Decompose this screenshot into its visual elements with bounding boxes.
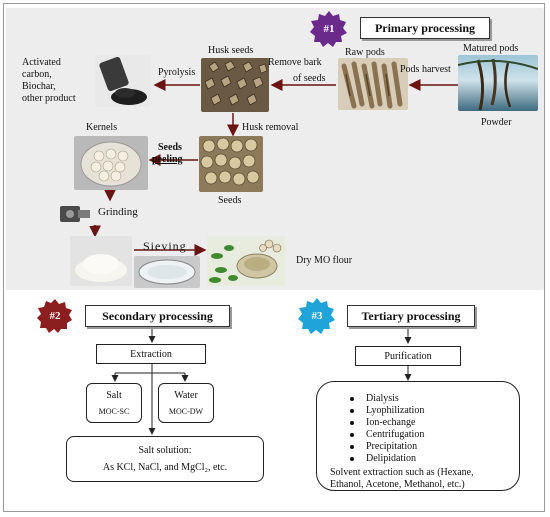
method-item: Precipitation [350,441,424,453]
bullet-icon [350,408,354,413]
seeds-photo [199,136,263,192]
activated-carbon-photo [95,55,151,107]
husk-seeds-photo [201,58,269,112]
bowl-icon [138,259,196,285]
solvent-extraction-line-2: Ethanol, Acetone, Methanol, etc.) [330,479,465,490]
tertiary-badge-label: #3 [311,310,323,322]
tertiary-badge: #3 [298,297,336,335]
dry-flour-label: Dry MO flour [296,255,353,266]
sieving-label: Sieving [143,239,187,253]
grinder-photo [56,200,94,226]
method-text: Centrifugation [366,429,425,440]
powder-heap-icon [75,254,127,282]
extraction-box: Extraction [96,344,206,364]
sieving-bowl-photo [134,256,200,288]
solvent-extraction-line-1: Solvent extraction such as (Hexane, [330,467,474,478]
raw-pods-photo [338,58,408,110]
salt-label: Salt [106,390,122,401]
seeds-icon [200,137,260,186]
raw-pods-label: Raw pods [345,47,385,58]
pods-hanging-icon [458,58,538,111]
pyrolysis-label: Pyrolysis [158,67,196,78]
badge-seal-icon [37,299,72,333]
extraction-label: Extraction [130,348,172,360]
product-label-3: Biochar, [22,81,56,92]
badge-seal-icon [310,11,347,47]
tertiary-title-text: Tertiary processing [361,308,461,323]
method-item: Ion-echange [350,417,424,429]
powder-label: Powder [481,117,512,128]
matured-pods-photo [458,55,538,111]
remove-bark-label-2: of seeds [293,73,326,84]
kernels-dish-icon [80,141,142,187]
figure-frame [3,3,545,512]
salt-box: Salt MOC-SC [86,383,142,423]
secondary-title: Secondary processing [85,305,230,327]
bullet-icon [350,444,354,449]
purification-label: Purification [384,350,432,362]
primary-title: Primary processing [360,17,490,39]
bullet-icon [350,396,354,401]
secondary-title-text: Secondary processing [102,308,213,323]
method-item: Delipidation [350,453,424,465]
secondary-badge-label: #2 [49,310,61,322]
purification-box: Purification [355,346,461,366]
remove-bark-label-1: Remove bark [268,57,322,68]
product-label-2: carbon, [22,69,52,80]
salt-solution-heading: Salt solution: [138,445,192,456]
kernels-label: Kernels [86,122,118,133]
dry-flour-photo [207,236,285,286]
methods-list: Dialysis Lyophilization Ion-echange Cent… [350,393,424,465]
primary-badge: #1 [310,10,348,48]
badge-seal-icon [298,298,335,334]
husk-seeds-icon [204,60,268,106]
raw-pods-icon [341,61,403,109]
method-item: Lyophilization [350,405,424,417]
grinding-label: Grinding [98,206,138,218]
pods-harvest-label: Pods harvest [400,64,451,75]
bullet-icon [350,456,354,461]
product-label-1: Activated [22,57,61,68]
kernels-photo [74,136,148,190]
leaves-flour-icon [209,239,282,283]
water-box: Water MOC-DW [158,383,214,423]
salt-code: MOC-SC [98,407,130,416]
sieved-powder-photo [70,236,132,286]
husk-removal-label: Husk removal [242,122,299,133]
salt-solution-examples: As KCl, NaCl, and MgCl₂, etc. [102,462,228,473]
method-text: Lyophilization [366,405,425,416]
carbon-jar-icon [99,56,147,105]
seeds-label: Seeds [218,195,242,206]
method-text: Precipitation [366,441,418,452]
secondary-badge: #2 [37,298,73,334]
method-text: Ion-echange [366,417,416,428]
water-label: Water [174,390,198,401]
seeds-peeling-label-2: peeling [152,154,183,165]
tertiary-title: Tertiary processing [347,305,475,327]
matured-pods-label: Matured pods [463,43,519,54]
grinder-icon [60,206,90,222]
method-text: Dialysis [366,393,399,404]
primary-badge-label: #1 [323,23,335,35]
seeds-peeling-label-1: Seeds [158,142,182,153]
method-item: Dialysis [350,393,424,405]
husk-seeds-label: Husk seeds [208,45,254,56]
method-item: Centrifugation [350,429,424,441]
water-code: MOC-DW [168,407,204,416]
product-label-4: other product [22,93,76,104]
bullet-icon [350,432,354,437]
primary-title-text: Primary processing [374,20,476,35]
method-text: Delipidation [366,453,416,464]
salt-solution-box: Salt solution: As KCl, NaCl, and MgCl₂, … [66,436,264,482]
bullet-icon [350,420,354,425]
